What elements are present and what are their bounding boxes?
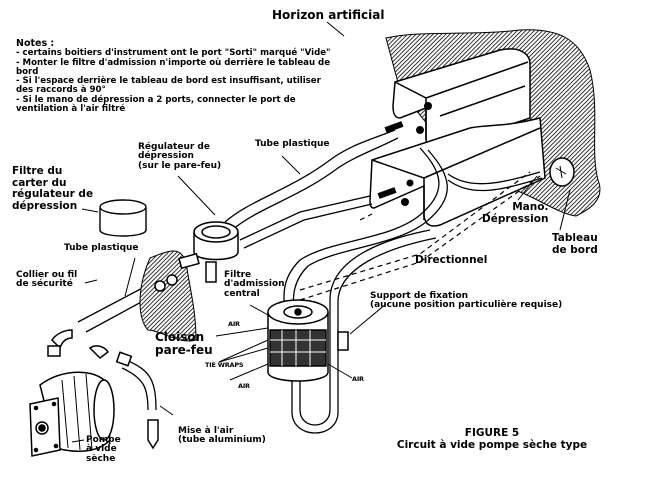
label-tube-plastique-left: Tube plastique bbox=[64, 243, 139, 253]
label-directionnel: Directionnel bbox=[415, 254, 488, 266]
notes-block: Notes : - certains boitiers d'instrument… bbox=[16, 38, 336, 114]
label-air-3: AIR bbox=[352, 375, 364, 383]
label-support-fixation: Support de fixation (aucune position par… bbox=[370, 291, 563, 311]
heading-indicator-box bbox=[369, 117, 546, 227]
vacuum-regulator bbox=[178, 221, 239, 283]
label-regulateur: Régulateur de dépression (sur le pare-fe… bbox=[138, 142, 222, 171]
firewall-fittings bbox=[154, 274, 178, 292]
label-tie-wraps: TIE WRAPS bbox=[205, 361, 244, 369]
note-item: - certains boitiers d'instrument ont le … bbox=[16, 48, 331, 59]
vacuum-pump bbox=[29, 371, 115, 457]
firewall bbox=[139, 250, 197, 342]
central-filter bbox=[267, 299, 349, 382]
pump-fittings bbox=[47, 329, 159, 450]
label-tube-plastique-top: Tube plastique bbox=[255, 139, 330, 149]
label-filtre-admission: Filtre d'admission central bbox=[224, 270, 285, 299]
regulator-filter-cup bbox=[99, 199, 147, 237]
hoses bbox=[77, 129, 543, 434]
figure-number: FIGURE 5 bbox=[464, 427, 520, 439]
note-item: - Si l'espace derrière le tableau de bor… bbox=[16, 76, 321, 96]
label-collier: Collier ou fil de sécurité bbox=[16, 270, 78, 290]
figure-caption: FIGURE 5 Circuit à vide pompe sèche type bbox=[372, 427, 612, 451]
label-filtre-carter: Filtre du carter du régulateur de dépres… bbox=[12, 165, 94, 212]
label-horizon-artificial: Horizon artificial bbox=[272, 8, 385, 22]
notes-title: Notes : bbox=[16, 38, 55, 49]
vacuum-gauge bbox=[549, 157, 575, 187]
leader-lines bbox=[71, 21, 571, 443]
label-mise-air: Mise à l'air (tube aluminium) bbox=[178, 426, 266, 446]
label-air-2: AIR bbox=[238, 382, 250, 390]
label-pompe: Pompe à vide sèche bbox=[86, 435, 121, 464]
note-item: - Si le mano de dépression a 2 ports, co… bbox=[16, 94, 296, 114]
label-air-1: AIR bbox=[228, 320, 240, 328]
label-tableau-de-bord: Tableau de bord bbox=[552, 232, 598, 256]
note-item: - Monter le filtre d'admission n'importe… bbox=[16, 57, 331, 77]
label-cloison-pare-feu: Cloison pare-feu bbox=[155, 330, 213, 357]
label-mano-depression: Mano. Dépression bbox=[482, 201, 549, 225]
figure-title: Circuit à vide pompe sèche type bbox=[396, 439, 588, 452]
dashed-hose bbox=[299, 171, 541, 301]
instrument-fittings bbox=[377, 102, 432, 206]
